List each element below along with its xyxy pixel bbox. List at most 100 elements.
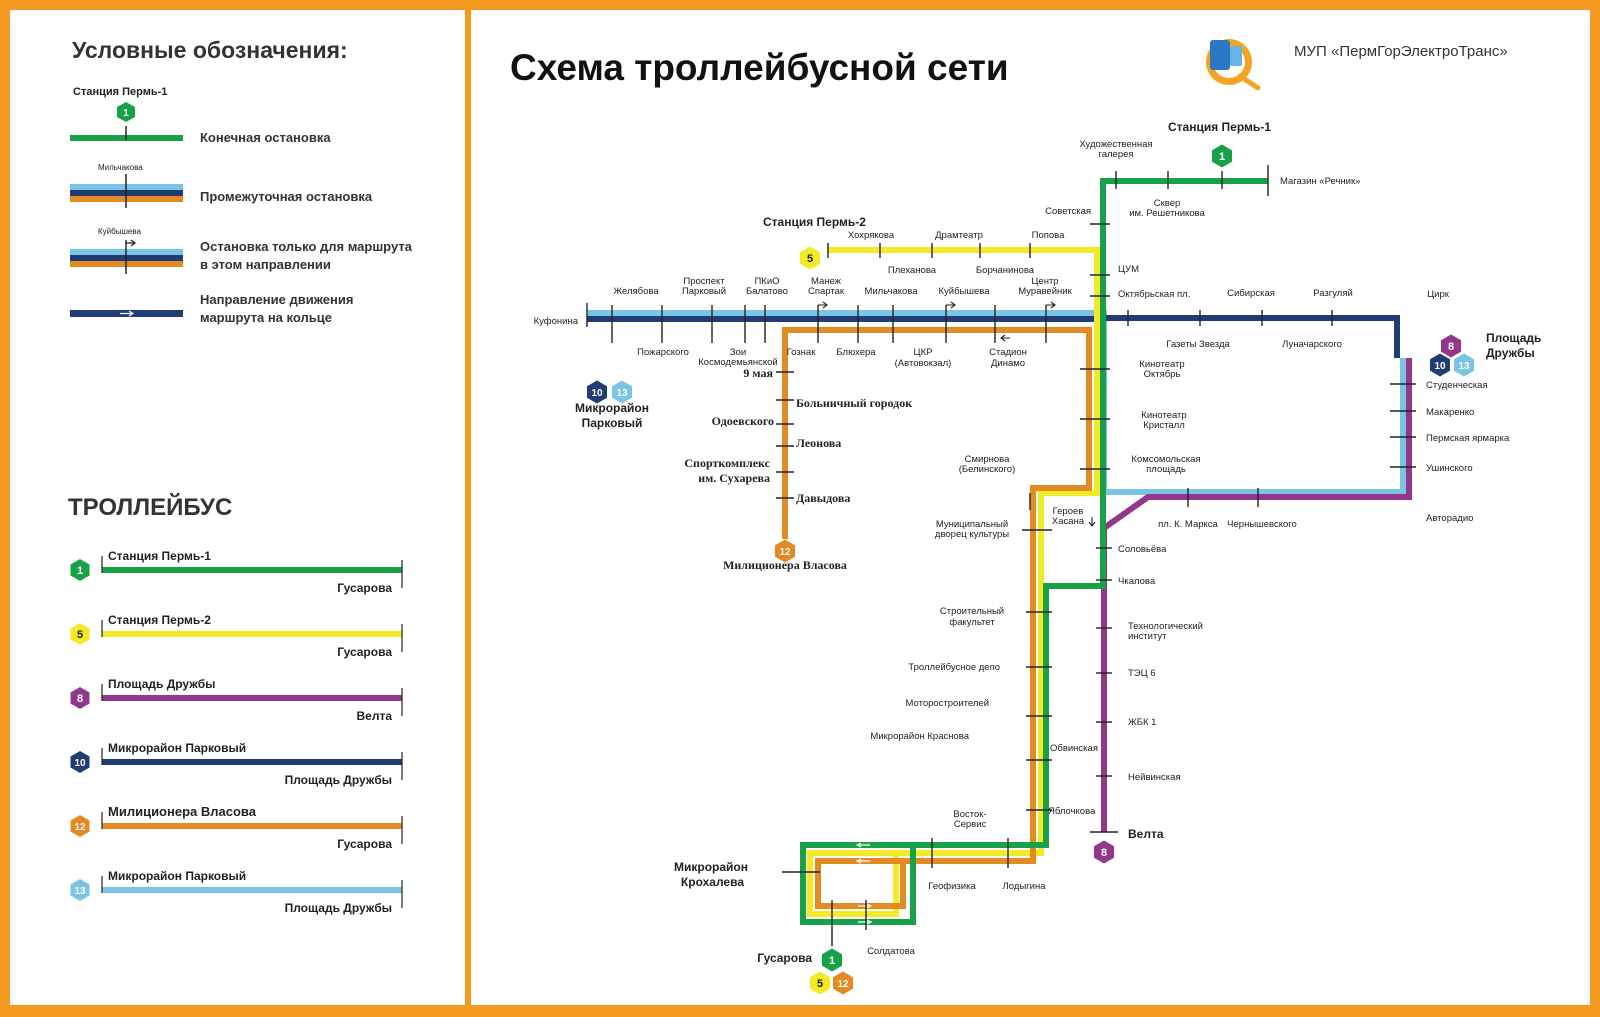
badge-parkovy-10: 10 — [587, 380, 607, 404]
stop-tekhno-2: институт — [1128, 631, 1167, 642]
badge-vlasova-12: 12 — [775, 539, 795, 563]
legend-route-line — [102, 631, 402, 637]
stop-pkio-2: Балатово — [746, 286, 788, 297]
stop-zhbk: ЖБК 1 — [1128, 717, 1156, 728]
terminal-krokhaleva-2: Крохалева — [681, 875, 744, 889]
stop-kino-kr-1: Кинотеатр — [1141, 410, 1186, 421]
stop-bolnichny: Больничный городок — [796, 396, 912, 410]
legend-route-line — [102, 759, 402, 765]
route-5-line — [807, 247, 1100, 917]
stop-makarenko: Макаренко — [1426, 407, 1474, 418]
legend-loop-text-2: маршрута на кольце — [200, 310, 332, 325]
route-badge-hex — [70, 687, 90, 709]
legend-route-to: Площадь Дружбы — [285, 773, 392, 787]
stop-center-1: Центр — [1031, 276, 1058, 287]
stop-khokhryakova: Хохрякова — [848, 230, 895, 241]
legend-terminal-text: Конечная остановка — [200, 130, 331, 145]
stop-tets: ТЭЦ 6 — [1128, 668, 1156, 679]
arrow-icon — [946, 301, 956, 309]
terminal-perm2: Станция Пермь-2 — [763, 215, 866, 229]
terminal-krokhaleva-1: Микрорайон — [674, 860, 748, 874]
stop-depo: Троллейбусное депо — [908, 662, 1000, 673]
stop-ticks — [586, 165, 1416, 946]
legend-oneway-arrow-icon — [126, 239, 136, 247]
operator-logo — [1206, 39, 1261, 91]
route-badge-number: 8 — [77, 693, 83, 705]
stop-borchaninova: Борчанинова — [976, 265, 1035, 276]
stop-oktyabrskaya: Октябрьская пл. — [1118, 289, 1190, 300]
legend-route-from: Площадь Дружбы — [108, 677, 215, 691]
stop-skver-2: им. Решетникова — [1129, 208, 1205, 219]
stop-tsum: ЦУМ — [1118, 264, 1139, 275]
badge-gusarova-5: 5 — [810, 971, 830, 995]
route-badge-hex — [1454, 353, 1474, 377]
route-badge-number: 8 — [1448, 341, 1454, 353]
route-badge-number: 1 — [829, 955, 835, 967]
stop-zoi-1: Зои — [730, 347, 746, 358]
route-badge-hex — [1430, 353, 1450, 377]
legend-route-badge: 13 — [70, 879, 90, 901]
legend-terminal-badge: 1 — [123, 108, 129, 119]
legend-route-line — [102, 695, 402, 701]
stop-zoi-2: Космодемьянской — [698, 357, 777, 368]
stop-may9: 9 мая — [743, 366, 773, 380]
stop-park-1: Проспект — [683, 276, 725, 287]
badge-druzhby-8: 8 — [1441, 334, 1461, 358]
stop-stroit-1: Строительный — [940, 606, 1004, 617]
stop-park-2: Парковый — [682, 286, 726, 297]
stop-kino-kr-2: Кристалл — [1143, 420, 1185, 431]
legend-svg: Условные обозначения: Станция Пермь-1 1 … — [68, 37, 413, 915]
badge-druzhby-13: 13 — [1454, 353, 1474, 377]
map-svg: Схема троллейбусной сети МУП «ПермГорЭле… — [510, 39, 1541, 995]
stop-solovyova: Соловьёва — [1118, 544, 1167, 555]
stop-avtoradio: Авторадио — [1426, 513, 1473, 524]
stop-tskr-1: ЦКР — [914, 347, 933, 358]
route-badge-hex — [70, 559, 90, 581]
legend-route-badge: 8 — [70, 687, 90, 709]
stop-tekhno-1: Технологический — [1128, 621, 1203, 632]
legend-loop-arrow-icon — [120, 310, 135, 317]
stop-popova: Попова — [1032, 230, 1065, 241]
stop-razgulyay: Разгуляй — [1313, 288, 1353, 299]
stop-chernyshevskogo: Чернышевского — [1227, 519, 1297, 530]
stop-dvorets-1: Муниципальный — [936, 519, 1008, 530]
route-badge-hex — [833, 971, 853, 995]
arrow-icon — [1046, 301, 1056, 309]
legend-terminal-badge-hex — [117, 102, 135, 122]
stop-vostok-1: Восток- — [953, 809, 986, 820]
stop-center-2: Муравейник — [1018, 286, 1072, 297]
badge-druzhby-10: 10 — [1430, 353, 1450, 377]
route-badge-number: 1 — [77, 565, 83, 577]
stop-blyukhera: Блюхера — [836, 347, 876, 358]
route-badge-number: 5 — [77, 629, 83, 641]
stop-marksa: пл. К. Маркса — [1158, 519, 1218, 530]
route-badge-hex — [587, 380, 607, 404]
legend-route-from: Станция Пермь-2 — [108, 613, 211, 627]
stop-skver-1: Сквер — [1154, 198, 1181, 209]
legend-route-to: Гусарова — [337, 645, 392, 659]
route-badge-hex — [1094, 840, 1114, 864]
stop-gazety: Газеты Звезда — [1166, 339, 1230, 350]
stop-geofizika: Геофизика — [928, 881, 976, 892]
legend-route-from: Микрорайон Парковый — [108, 741, 246, 755]
stop-vostok-2: Сервис — [954, 819, 987, 830]
stop-tsirk: Цирк — [1427, 289, 1450, 300]
stop-lunacharskogo: Луначарского — [1282, 339, 1342, 350]
stop-rechnik: Магазин «Речник» — [1280, 176, 1360, 187]
legend-route-badge: 1 — [70, 559, 90, 581]
loop-arrows — [855, 842, 873, 925]
route-badge-hex — [1441, 334, 1461, 358]
stop-dvorets-2: дворец культуры — [935, 529, 1009, 540]
arrow-icon — [1000, 334, 1010, 342]
legend-terminal-station: Станция Пермь-1 — [73, 86, 167, 98]
route-badge-number: 12 — [779, 547, 791, 558]
route-badge-hex — [1212, 144, 1232, 168]
route-1-line — [800, 178, 1268, 925]
stop-kuybysheva: Куйбышева — [939, 286, 991, 297]
